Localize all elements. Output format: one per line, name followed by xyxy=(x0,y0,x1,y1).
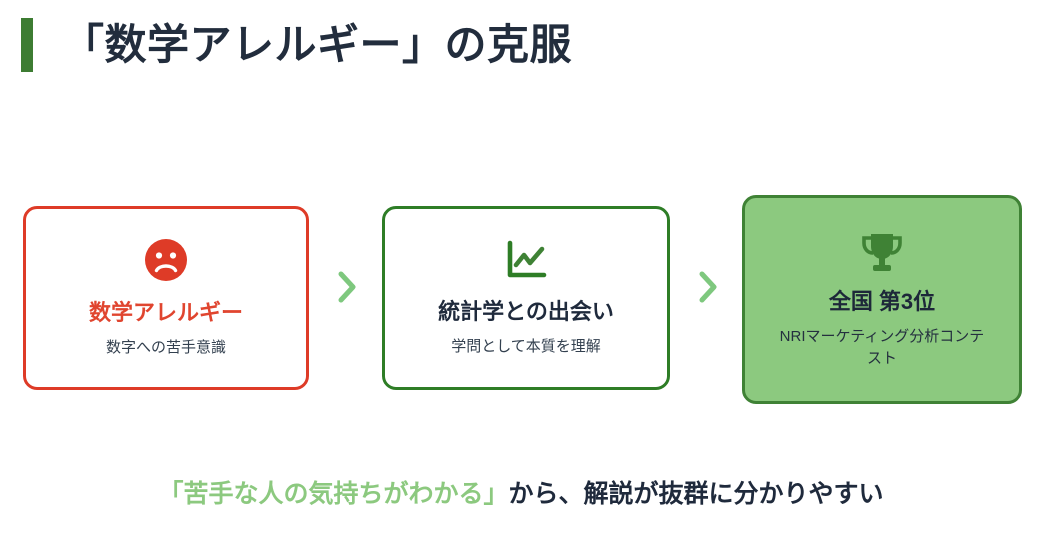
caption-accent-text: 「苦手な人の気持ちがわかる」 xyxy=(158,480,509,508)
caption-rest-text: から、解説が抜群に分かりやすい xyxy=(508,480,884,508)
flow-card-statistics: 統計学との出会い 学問として本質を理解 xyxy=(382,206,670,390)
trophy-icon xyxy=(858,230,906,276)
flow-card-title: 数学アレルギー xyxy=(88,299,243,325)
chevron-right-icon xyxy=(695,270,721,304)
flow-card-math-allergy: 数学アレルギー 数字への苦手意識 xyxy=(23,206,309,390)
flow-card-title: 全国 第3位 xyxy=(828,288,936,314)
flow-card-title: 統計学との出会い xyxy=(438,298,614,324)
page-title: 「数学アレルギー」の克服 xyxy=(62,21,573,68)
page-heading: 「数学アレルギー」の克服 xyxy=(21,18,572,72)
flow-card-subtitle: 学問として本質を理解 xyxy=(451,338,601,356)
summary-caption: 「苦手な人の気持ちがわかる」から、解説が抜群に分かりやすい xyxy=(0,478,1042,511)
flow-card-award: 全国 第3位 NRIマーケティング分析コンテスト xyxy=(742,195,1022,404)
line-chart-icon xyxy=(502,238,550,284)
frowning-face-icon xyxy=(143,237,189,283)
progression-flow: 数学アレルギー 数字への苦手意識 統計学との出会い 学問として本質を理解 xyxy=(0,190,1042,406)
flow-card-subtitle: 数字への苦手意識 xyxy=(105,339,226,357)
chevron-right-icon xyxy=(334,270,360,304)
flow-card-subtitle: NRIマーケティング分析コンテスト xyxy=(779,328,985,367)
heading-accent-bar xyxy=(21,18,33,72)
